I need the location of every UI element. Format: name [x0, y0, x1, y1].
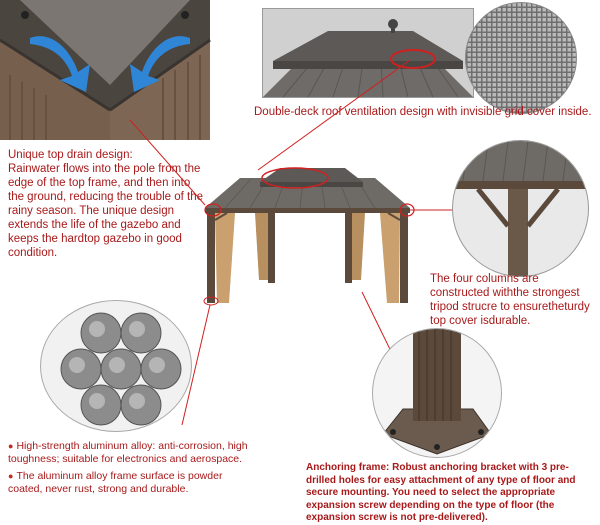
aluminum-features: ●High-strength aluminum alloy: anti-corr… [8, 440, 253, 496]
tripod-column-illustration [453, 141, 588, 276]
drain-corner-illustration [0, 0, 211, 140]
roof-vent-caption: Double-deck roof ventilation design with… [254, 106, 592, 118]
gazebo-svg [203, 167, 415, 306]
anchor-description: Anchoring frame: Robust anchoring bracke… [306, 462, 576, 523]
aluminum-rods-circle [40, 300, 192, 432]
roof-vent-photo [262, 8, 474, 98]
bullet-icon: ● [8, 441, 14, 451]
bullet-icon: ● [8, 471, 14, 481]
drain-body: Rainwater flows into the pole from the e… [8, 163, 204, 259]
aluminum-item-1: ●High-strength aluminum alloy: anti-corr… [8, 440, 248, 465]
anchor-bracket-illustration [382, 329, 492, 455]
drain-title: Unique top drain design: [8, 149, 133, 161]
column-detail-circle [452, 140, 589, 277]
double-roof-illustration [263, 9, 473, 98]
drain-description: Unique top drain design: Rainwater flows… [8, 148, 208, 260]
gazebo-illustration [195, 160, 420, 310]
anchor-bracket-circle [372, 328, 502, 458]
aluminum-rods-illustration [60, 312, 182, 426]
mesh-detail-circle [465, 2, 577, 114]
columns-description: The four columns are constructed withthe… [430, 273, 590, 327]
aluminum-item-2: ●The aluminum alloy frame surface is pow… [8, 470, 223, 495]
drain-corner-photo [0, 0, 211, 140]
